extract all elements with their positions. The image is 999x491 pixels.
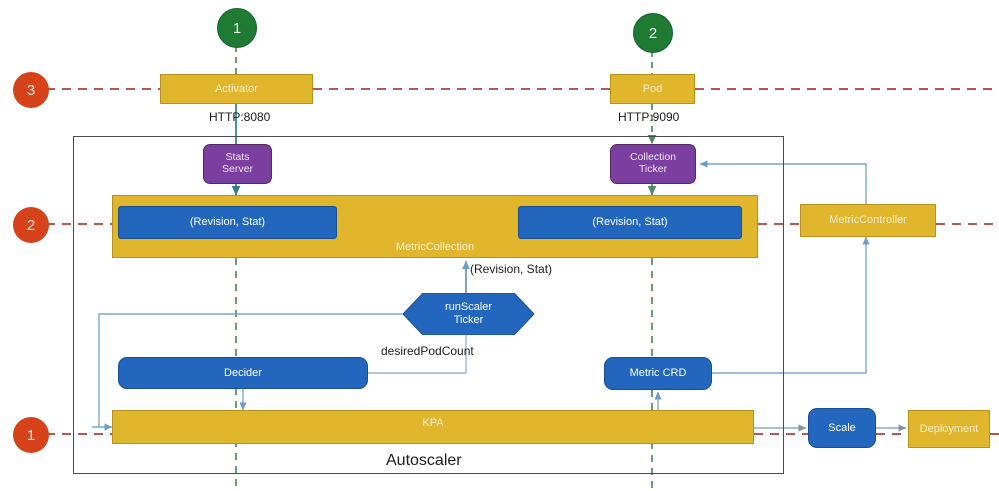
autoscaler-title: Autoscaler	[386, 452, 462, 470]
hexagon-shape	[403, 293, 534, 335]
marker-orange-1-label: 1	[26, 426, 36, 444]
edge-label-revision-stat: (Revision, Stat)	[470, 262, 552, 276]
node-metric-crd[interactable]: Metric CRD	[604, 357, 712, 390]
marker-orange-1: 1	[13, 417, 49, 453]
node-deployment-label: Deployment	[919, 422, 979, 435]
node-deployment[interactable]: Deployment	[908, 410, 990, 448]
marker-orange-3: 3	[13, 72, 49, 108]
edge-metriccontroller-collectionticker	[699, 160, 867, 204]
node-runscaler-ticker-line2: Ticker	[453, 314, 484, 326]
marker-green-2: 2	[633, 13, 673, 53]
node-kpa[interactable]: KPA	[112, 410, 754, 444]
node-stats-server[interactable]: Stats Server	[203, 144, 272, 184]
marker-orange-2-label: 2	[26, 216, 36, 234]
marker-green-1-label: 1	[232, 19, 242, 37]
edge-label-http-9090-text: HTTP:9090	[618, 110, 680, 124]
node-collection-ticker-line2: Ticker	[638, 163, 668, 175]
edge-label-http-8080-text: HTTP:8080	[209, 110, 271, 124]
node-pod[interactable]: Pod	[610, 74, 695, 104]
node-decider-label: Decider	[224, 366, 262, 379]
node-collection-ticker-line1: Collection	[629, 151, 677, 164]
node-decider[interactable]: Decider	[118, 357, 368, 389]
edge-kpa-runscaler	[92, 313, 403, 431]
node-runscaler-ticker-line1: runScaler	[444, 301, 493, 314]
node-scale-label: Scale	[828, 421, 856, 434]
node-stats-server-line2: Server	[222, 163, 253, 175]
edge-label-desired-pod-count-text: desiredPodCount	[381, 344, 474, 358]
node-runscaler-ticker[interactable]: runScaler Ticker	[403, 293, 534, 335]
marker-orange-2: 2	[13, 207, 49, 243]
node-revision-stat-left[interactable]: (Revision, Stat)	[118, 206, 337, 239]
autoscaler-container	[73, 136, 784, 474]
autoscaler-title-text: Autoscaler	[386, 452, 462, 469]
node-revision-stat-right-label: (Revision, Stat)	[592, 216, 668, 229]
edge-label-desired-pod-count: desiredPodCount	[381, 344, 474, 358]
marker-orange-3-label: 3	[26, 81, 36, 99]
node-metric-controller-label: MetricController	[829, 214, 907, 227]
edge-label-http-9090: HTTP:9090	[618, 110, 679, 124]
node-stats-server-line1: Stats	[225, 151, 250, 164]
node-revision-stat-left-label: (Revision, Stat)	[189, 216, 266, 229]
node-metric-crd-label: Metric CRD	[629, 367, 687, 380]
edge-metriccrd-metriccontroller	[712, 236, 870, 374]
node-metric-collection-label: MetricCollection	[395, 240, 475, 253]
node-collection-ticker[interactable]: Collection Ticker	[610, 144, 696, 184]
node-revision-stat-right[interactable]: (Revision, Stat)	[518, 206, 742, 239]
marker-green-1: 1	[217, 8, 257, 48]
node-metric-controller[interactable]: MetricController	[800, 204, 936, 237]
edge-label-http-8080: HTTP:8080	[209, 110, 270, 124]
node-activator[interactable]: Activator	[160, 74, 313, 104]
node-scale[interactable]: Scale	[808, 408, 876, 448]
node-kpa-label: KPA	[422, 416, 444, 429]
node-activator-label: Activator	[215, 82, 258, 95]
edge-label-revision-stat-text: (Revision, Stat)	[470, 262, 553, 276]
edge-runscaler-decider	[321, 335, 467, 377]
node-pod-label: Pod	[642, 82, 663, 95]
marker-green-2-label: 2	[648, 24, 658, 42]
